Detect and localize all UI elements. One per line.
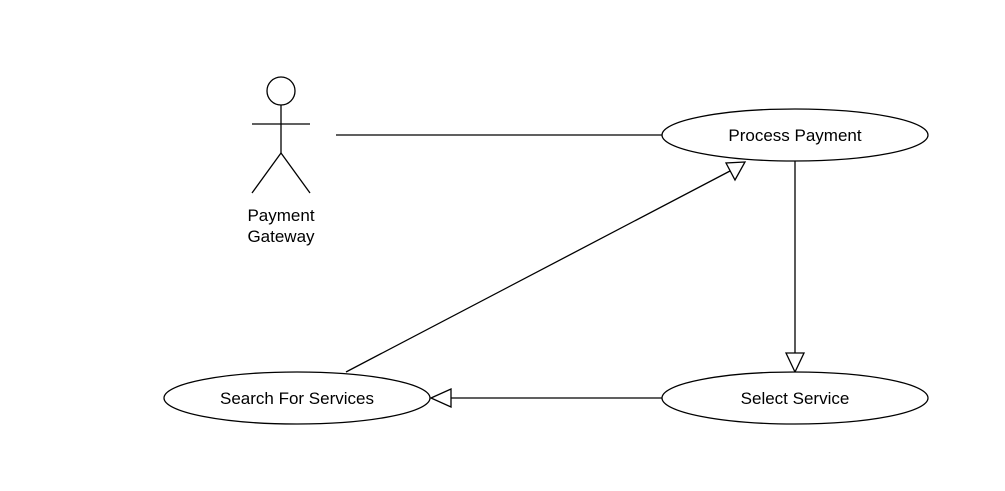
actor-label-line1: Payment: [247, 206, 314, 225]
usecase-ellipse: [661, 371, 929, 425]
connector-line: [345, 170, 731, 373]
actor-label-line2: Gateway: [247, 227, 315, 246]
hollow-triangle-arrowhead: [429, 387, 452, 409]
hollow-triangle-arrowhead: [784, 352, 806, 374]
usecase-label: Search For Services: [220, 389, 374, 408]
actor-left-leg: [251, 152, 282, 194]
usecase-process-payment[interactable]: Process Payment: [661, 108, 929, 162]
usecase-label: Select Service: [741, 389, 850, 408]
actor-payment-gateway[interactable]: Payment Gateway: [247, 76, 315, 246]
usecase-select-service[interactable]: Select Service: [661, 371, 929, 425]
usecase-label: Process Payment: [728, 126, 861, 145]
generalization-process-payment-select-service: [784, 161, 806, 374]
actor-right-leg: [280, 152, 311, 194]
usecase-ellipse: [163, 371, 431, 425]
usecase-ellipse: [661, 108, 929, 162]
hollow-triangle-arrowhead: [724, 161, 747, 182]
actor-head: [266, 76, 296, 106]
generalization-select-service-search-services: [429, 387, 663, 409]
generalization-search-services-process-payment: [345, 161, 747, 373]
usecase-search-for-services[interactable]: Search For Services: [163, 371, 431, 425]
